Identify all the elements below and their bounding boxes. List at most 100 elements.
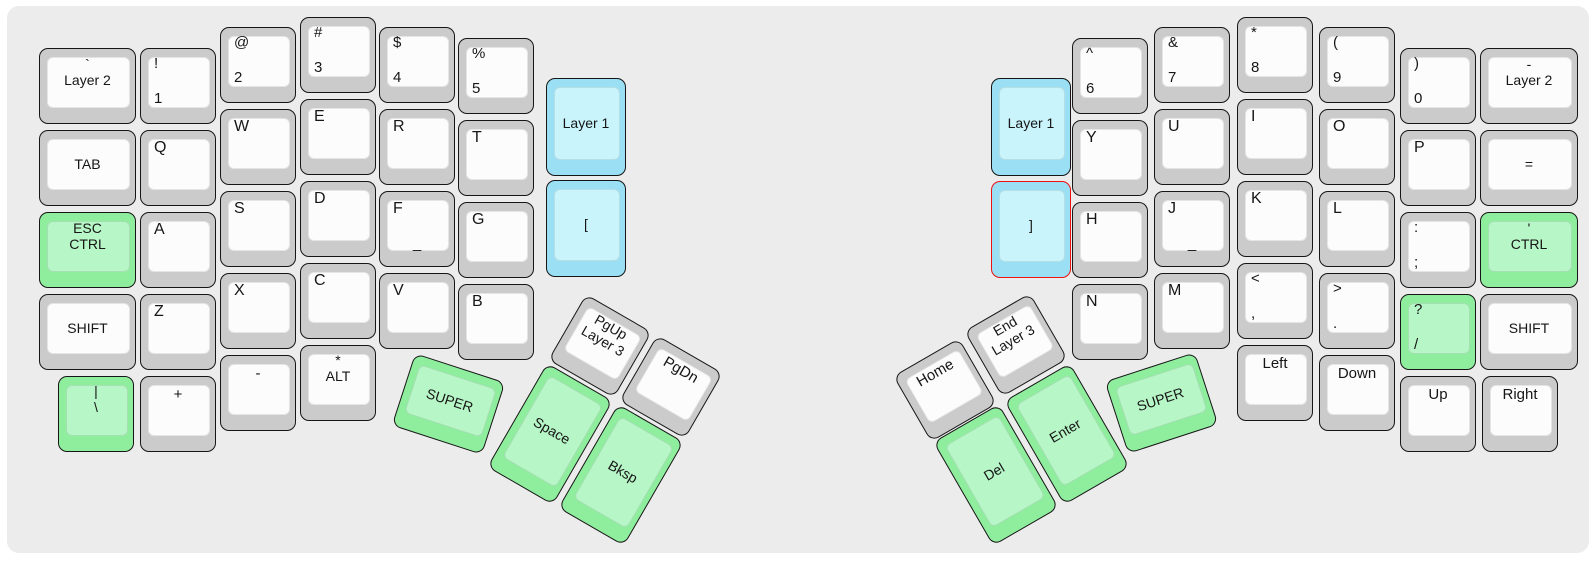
key-m[interactable]: M xyxy=(1154,273,1230,349)
key-equals[interactable]: = xyxy=(1480,130,1578,206)
key-labels: Right xyxy=(1483,377,1557,451)
key-f[interactable]: F_ xyxy=(379,191,455,267)
key-layer2-right[interactable]: -Layer 2 xyxy=(1480,48,1578,124)
key-2[interactable]: @2 xyxy=(220,27,296,103)
key-6[interactable]: ^6 xyxy=(1072,38,1148,114)
key-comma[interactable]: <, xyxy=(1237,263,1313,339)
key-p[interactable]: P xyxy=(1400,130,1476,206)
key-label: Layer 1 xyxy=(562,114,610,131)
keycap-top xyxy=(466,129,528,180)
keycap-top xyxy=(387,36,449,87)
keycap-top xyxy=(228,36,290,87)
key-shift-right[interactable]: SHIFT xyxy=(1480,294,1578,370)
key-7[interactable]: &7 xyxy=(1154,27,1230,103)
key-label: ? xyxy=(1414,301,1423,318)
keycap-top xyxy=(1080,129,1142,180)
key-layer1-left[interactable]: Layer 1 xyxy=(546,78,626,176)
keycap-top xyxy=(1408,221,1470,272)
key-b[interactable]: B xyxy=(458,284,534,360)
key-tab[interactable]: TAB xyxy=(39,130,136,206)
key-semicolon[interactable]: :; xyxy=(1400,212,1476,288)
key-label: Layer 2 xyxy=(64,72,111,88)
key-label: Q xyxy=(154,139,167,156)
key-1[interactable]: !1 xyxy=(140,48,216,124)
keycap-top xyxy=(308,354,370,405)
key-v[interactable]: V xyxy=(379,273,455,349)
key-k[interactable]: K xyxy=(1237,181,1313,257)
key-question-slash[interactable]: ?/ xyxy=(1400,294,1476,370)
key-8[interactable]: *8 xyxy=(1237,17,1313,93)
key-n[interactable]: N xyxy=(1072,284,1148,360)
key-star-alt[interactable]: *ALT xyxy=(300,345,376,421)
key-right-bracket[interactable]: ] xyxy=(991,181,1071,278)
key-labels: @2 xyxy=(221,28,295,102)
key-labels: *8 xyxy=(1238,18,1312,92)
key-l[interactable]: L xyxy=(1319,191,1395,267)
key-g[interactable]: G xyxy=(458,202,534,278)
key-labels: F_ xyxy=(380,192,454,266)
key-u[interactable]: U xyxy=(1154,109,1230,185)
key-i[interactable]: I xyxy=(1237,99,1313,175)
key-plus[interactable]: + xyxy=(140,376,216,452)
key-label: _ xyxy=(1187,235,1197,252)
key-labels: A xyxy=(141,213,215,287)
key-9[interactable]: (9 xyxy=(1319,27,1395,103)
key-r[interactable]: R xyxy=(379,109,455,185)
key-label: ALT xyxy=(325,368,351,384)
key-shift-left[interactable]: SHIFT xyxy=(39,294,136,370)
key-s[interactable]: S xyxy=(220,191,296,267)
key-4[interactable]: $4 xyxy=(379,27,455,103)
key-arrow-left[interactable]: Left xyxy=(1237,345,1313,421)
key-layer1-right[interactable]: Layer 1 xyxy=(991,78,1071,176)
key-t[interactable]: T xyxy=(458,120,534,196)
key-z[interactable]: Z xyxy=(140,294,216,370)
key-labels: Z xyxy=(141,295,215,369)
keycap-top xyxy=(1490,385,1552,436)
key-3[interactable]: #3 xyxy=(300,17,376,93)
key-label: * xyxy=(1251,24,1257,41)
key-quote-ctrl[interactable]: 'CTRL xyxy=(1480,212,1578,288)
key-labels: !1 xyxy=(141,49,215,123)
key-label: [ xyxy=(584,216,588,232)
key-arrow-down[interactable]: Down xyxy=(1319,355,1395,431)
key-minus[interactable]: - xyxy=(220,355,296,431)
key-left-bracket[interactable]: [ xyxy=(546,180,626,277)
key-pipe-backslash[interactable]: |\ xyxy=(58,376,134,452)
key-layer2-left[interactable]: `Layer 2 xyxy=(39,48,136,124)
key-labels: O xyxy=(1320,110,1394,184)
key-period[interactable]: >. xyxy=(1319,273,1395,349)
key-5[interactable]: %5 xyxy=(458,38,534,114)
key-0[interactable]: )0 xyxy=(1400,48,1476,124)
key-c[interactable]: C xyxy=(300,263,376,339)
key-labels: C xyxy=(301,264,375,338)
key-label: Bksp xyxy=(605,456,641,486)
key-label: ^ xyxy=(1086,45,1094,62)
keycap-top xyxy=(387,282,449,333)
key-d[interactable]: D xyxy=(300,181,376,257)
key-j[interactable]: J_ xyxy=(1154,191,1230,267)
key-arrow-up[interactable]: Up xyxy=(1400,376,1476,452)
key-q[interactable]: Q xyxy=(140,130,216,206)
key-label: W xyxy=(234,118,250,135)
key-y[interactable]: Y xyxy=(1072,120,1148,196)
keycap-top xyxy=(308,272,370,323)
key-arrow-right[interactable]: Right xyxy=(1482,376,1558,452)
keycap-top xyxy=(387,200,449,251)
key-x[interactable]: X xyxy=(220,273,296,349)
key-label: 7 xyxy=(1168,69,1177,86)
key-h[interactable]: H xyxy=(1072,202,1148,278)
keycap-top xyxy=(1080,47,1142,98)
key-a[interactable]: A xyxy=(140,212,216,288)
key-e[interactable]: E xyxy=(300,99,376,175)
key-label: < xyxy=(1251,270,1260,287)
key-label: ' xyxy=(1527,220,1531,236)
keycap-top xyxy=(1488,139,1572,190)
key-o[interactable]: O xyxy=(1319,109,1395,185)
key-labels: Up xyxy=(1401,377,1475,451)
key-label: \ xyxy=(94,399,98,415)
key-w[interactable]: W xyxy=(220,109,296,185)
key-label: Layer 1 xyxy=(1007,114,1055,131)
key-label: 4 xyxy=(393,69,402,86)
